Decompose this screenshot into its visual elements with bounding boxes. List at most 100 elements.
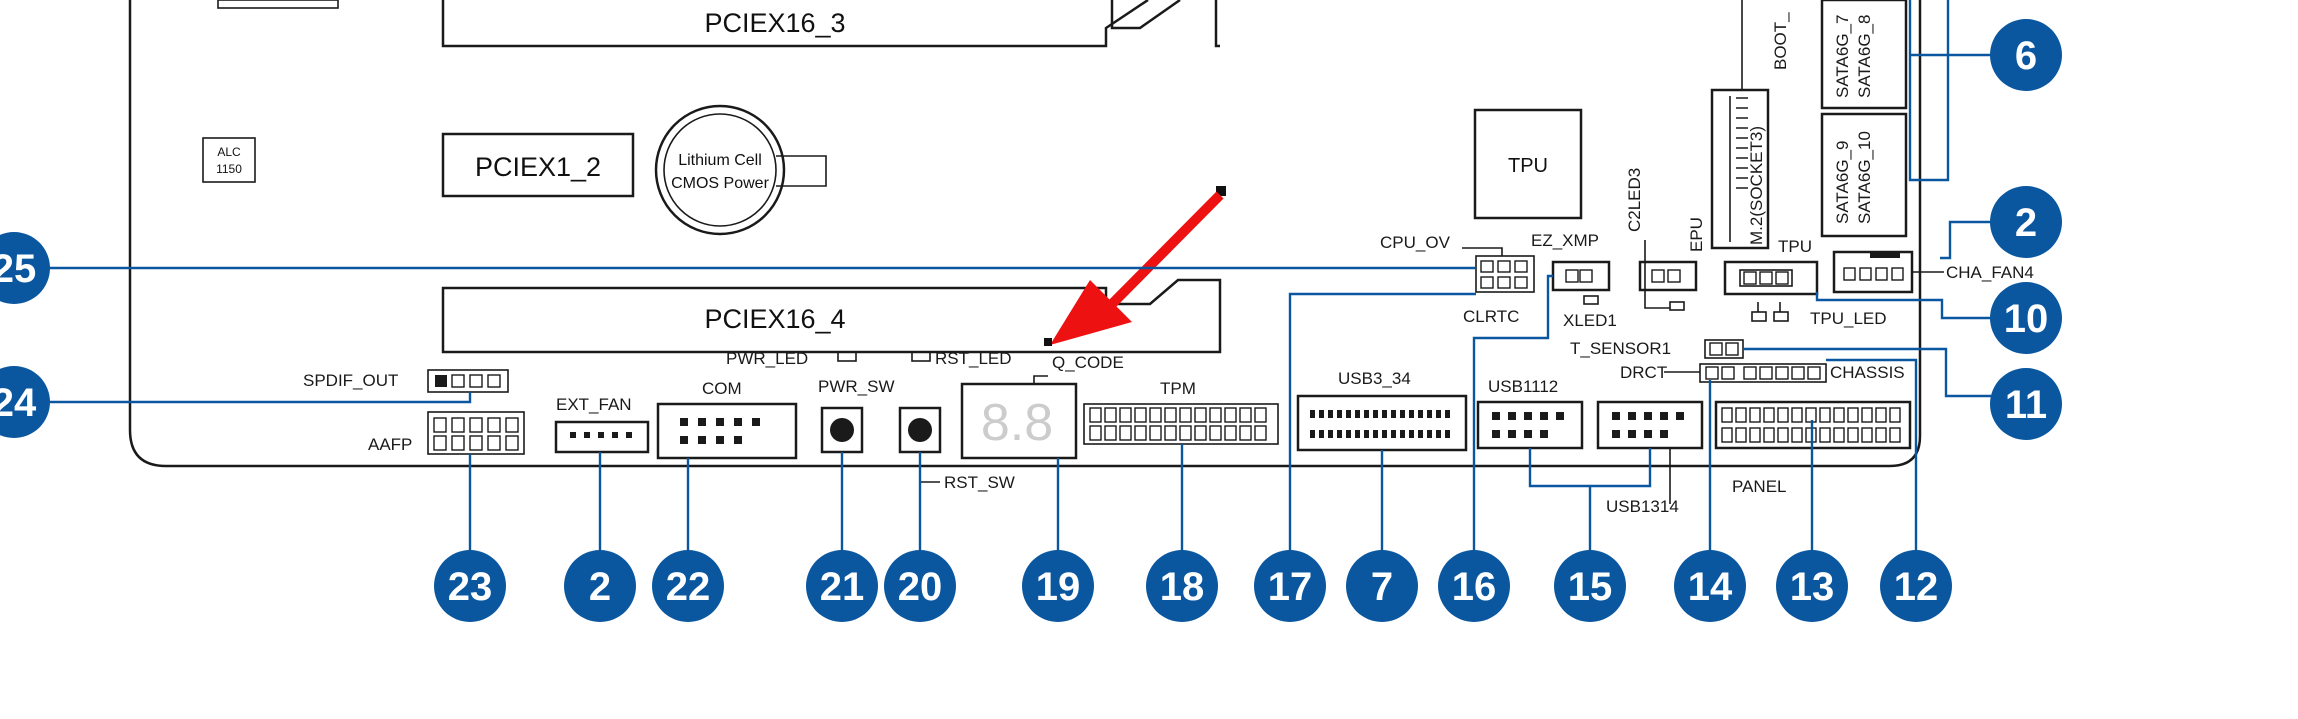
- alc-label: ALC: [217, 145, 241, 159]
- ext-fan-label: EXT_FAN: [556, 395, 632, 414]
- svg-text:24: 24: [0, 381, 37, 425]
- ext-fan-header: EXT_FAN: [554, 395, 650, 454]
- t-sensor1-label: T_SENSOR1: [1570, 339, 1671, 358]
- pwr-led-label: PWR_LED: [726, 349, 808, 368]
- pciex16-4-slot: PCIEX16_4: [441, 278, 1222, 354]
- clrtc-label: CLRTC: [1463, 307, 1519, 326]
- cmos-label-line2: CMOS Power: [671, 175, 769, 192]
- callout-13: 13: [1776, 550, 1848, 622]
- pwr-rst-led: PWR_LED RST_LED: [726, 349, 1012, 368]
- usb1112-label: USB1112: [1488, 377, 1558, 396]
- pwr-sw-label: PWR_SW: [818, 377, 895, 396]
- svg-text:13: 13: [1790, 565, 1835, 609]
- aafp-label: AAFP: [368, 435, 412, 454]
- aafp-header: AAFP: [368, 411, 525, 455]
- pciex16-3-label: PCIEX16_3: [704, 8, 845, 38]
- t-sensor-drct-chassis: T_SENSOR1 DRCT CHASSIS: [1570, 339, 1905, 383]
- cpu-ov-clrtc-header: CPU_OV CLRTC: [1380, 233, 1535, 326]
- red-arrow: [1044, 186, 1226, 346]
- tpm-label: TPM: [1160, 379, 1196, 398]
- sata-9-label: SATA6G_9: [1833, 141, 1852, 224]
- tpu-switch: TPU TPU_LED: [1723, 237, 1887, 328]
- svg-text:2: 2: [589, 565, 611, 609]
- pciex1-2-slot: PCIEX1_2: [441, 132, 635, 198]
- svg-text:10: 10: [2004, 297, 2049, 341]
- callout-20: 20: [884, 550, 956, 622]
- callout-16: 16: [1438, 550, 1510, 622]
- usb3-34-label: USB3_34: [1338, 369, 1411, 388]
- m2-socket3-label: M.2(SOCKET3): [1747, 126, 1766, 245]
- sata-connectors: SATA6G_7 SATA6G_8 SATA6G_9 SATA6G_10: [1820, 0, 1908, 238]
- svg-text:21: 21: [820, 565, 865, 609]
- ez-xmp-switch: EZ_XMP XLED1: [1531, 231, 1617, 330]
- svg-text:22: 22: [666, 565, 711, 609]
- cmos-battery: Lithium Cell CMOS Power: [654, 104, 827, 236]
- pciex16-3-slot: PCIEX16_3: [441, 0, 1220, 48]
- svg-text:23: 23: [448, 565, 493, 609]
- callout-24: 24: [0, 366, 50, 438]
- board-outline: [128, 0, 1922, 468]
- alc-model: 1150: [216, 162, 242, 176]
- sata-8-label: SATA6G_8: [1855, 15, 1874, 98]
- usb1314-label: USB1314: [1606, 497, 1679, 516]
- rst-sw-label: RST_SW: [944, 473, 1015, 492]
- tpu-chip-label: TPU: [1508, 155, 1548, 177]
- svg-text:14: 14: [1688, 565, 1733, 609]
- svg-text:17: 17: [1268, 565, 1313, 609]
- callout-11: 11: [1990, 368, 2062, 440]
- usb1112-header: USB1112: [1476, 377, 1584, 450]
- tpm-pins: [1089, 407, 1267, 441]
- callout-25: 25: [0, 232, 50, 304]
- svg-text:18: 18: [1160, 565, 1205, 609]
- callout-22: 22: [652, 550, 724, 622]
- spdif-out-label: SPDIF_OUT: [303, 371, 398, 390]
- svg-text:2: 2: [2015, 201, 2037, 245]
- chassis-label: CHASSIS: [1830, 363, 1905, 382]
- callout-2-bottom: 2: [564, 550, 636, 622]
- c2led3-label: C2LED3: [1625, 168, 1644, 232]
- epu-switch: C2LED3 EPU: [1625, 168, 1706, 311]
- spdif-out-header: SPDIF_OUT: [303, 369, 509, 393]
- q-code-label: Q_CODE: [1052, 353, 1124, 372]
- cmos-label-line1: Lithium Cell: [678, 152, 762, 169]
- cha-fan4-header: CHA_FAN4: [1832, 250, 2034, 294]
- q-code-digits: 8.8: [981, 394, 1053, 452]
- drct-label: DRCT: [1620, 363, 1667, 382]
- sata-10-label: SATA6G_10: [1855, 131, 1874, 224]
- svg-text:7: 7: [1371, 565, 1393, 609]
- callout-7: 7: [1346, 550, 1418, 622]
- callout-10: 10: [1990, 282, 2062, 354]
- usb1314-header: USB1314: [1596, 400, 1704, 516]
- callout-leader-lines: [30, 0, 2002, 560]
- cpu-ov-label: CPU_OV: [1380, 233, 1451, 252]
- ez-xmp-label: EZ_XMP: [1531, 231, 1599, 250]
- boot-label: BOOT_: [1771, 12, 1790, 70]
- tpu-led-label: TPU_LED: [1810, 309, 1887, 328]
- tpu-switch-label: TPU: [1778, 237, 1812, 256]
- pciex16-4-label: PCIEX16_4: [704, 304, 845, 334]
- svg-text:12: 12: [1894, 565, 1939, 609]
- svg-text:15: 15: [1568, 565, 1613, 609]
- cha-fan4-label: CHA_FAN4: [1946, 263, 2034, 282]
- callout-12: 12: [1880, 550, 1952, 622]
- callout-18: 18: [1146, 550, 1218, 622]
- top-left-component: [217, 0, 339, 9]
- pciex1-2-label: PCIEX1_2: [475, 152, 601, 182]
- callout-6: 6: [1990, 19, 2062, 91]
- pwr-rst-switches: PWR_SW RST_SW: [818, 377, 1015, 492]
- callout-19: 19: [1022, 550, 1094, 622]
- tpm-header: TPM: [1083, 379, 1279, 445]
- callout-23: 23: [434, 550, 506, 622]
- callout-15: 15: [1554, 550, 1626, 622]
- panel-header: PANEL: [1714, 400, 1912, 496]
- callout-14: 14: [1674, 550, 1746, 622]
- svg-text:19: 19: [1036, 565, 1081, 609]
- xled1-label: XLED1: [1563, 311, 1617, 330]
- svg-text:11: 11: [2005, 383, 2047, 427]
- m2-socket3: M.2(SOCKET3) BOOT_: [1710, 0, 1790, 250]
- usb3-34-header: USB3_34: [1296, 369, 1468, 452]
- alc-chip: ALC 1150: [202, 137, 256, 183]
- svg-text:25: 25: [0, 247, 36, 291]
- svg-text:20: 20: [898, 565, 943, 609]
